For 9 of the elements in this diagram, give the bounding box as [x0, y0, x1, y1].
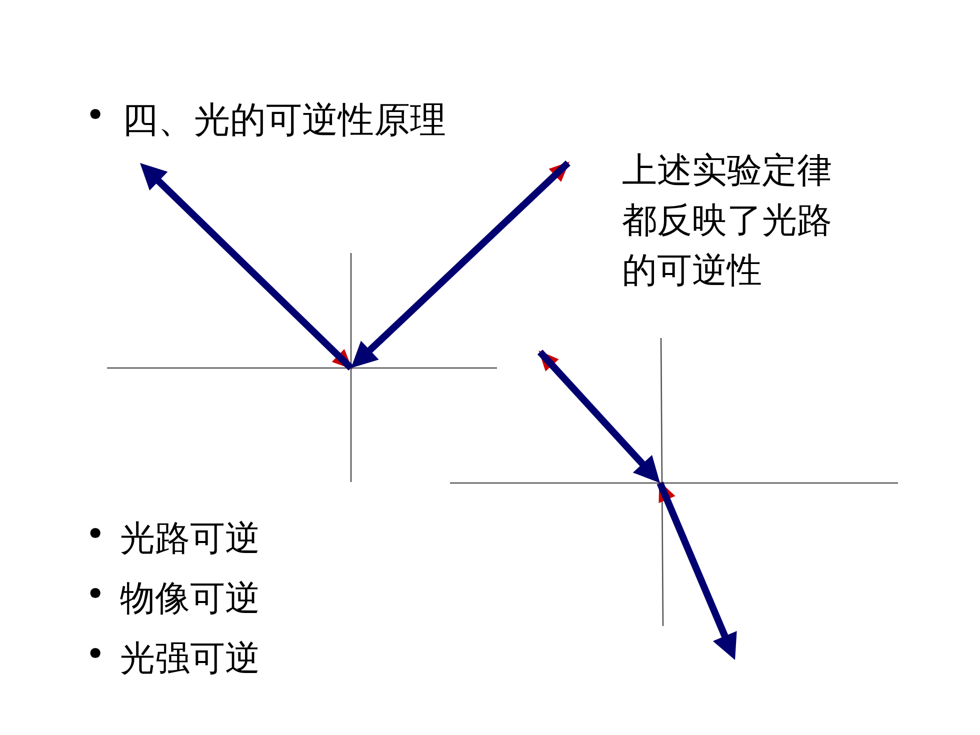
bullet-marker: • — [85, 96, 106, 136]
bullet-marker: • — [85, 635, 106, 675]
bullet-marker: • — [85, 575, 106, 615]
note-text: 上述实验定律都反映了光路的可逆性 — [622, 150, 833, 293]
bullet-item: 光强可逆 — [120, 638, 260, 681]
bullet-item: 光路可逆 — [120, 518, 260, 561]
bullet-item: 物像可逆 — [120, 578, 260, 621]
slide-heading: 四、光的可逆性原理 — [122, 99, 446, 143]
bullet-marker: • — [85, 515, 106, 555]
